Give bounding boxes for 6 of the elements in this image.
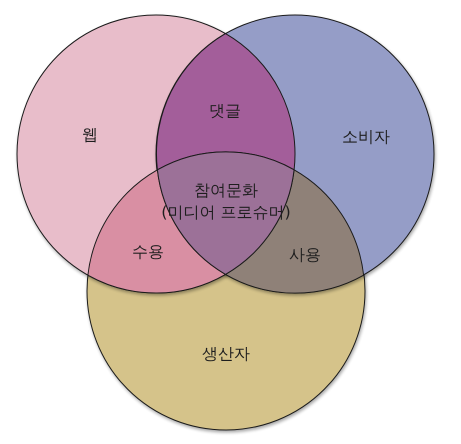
set-label: 소비자	[342, 126, 390, 148]
overlap-label: 사용	[289, 244, 321, 266]
set-label: 생산자	[202, 343, 250, 365]
overlap-label: 수용	[132, 241, 164, 263]
set-label: 웹	[82, 124, 98, 146]
overlap-label: 댓글	[209, 100, 241, 122]
